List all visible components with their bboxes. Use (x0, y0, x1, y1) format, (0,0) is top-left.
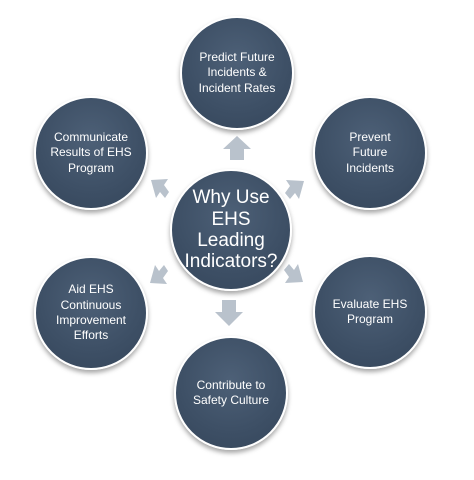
node-prevent-label: Prevent Future Incidents (345, 129, 395, 175)
node-prevent: Prevent Future Incidents (313, 96, 427, 210)
arrow-to-evaluate (284, 264, 303, 283)
node-aid-label: Aid EHS Continuous Improvement Efforts (55, 282, 127, 343)
center-node: Why Use EHS Leading Indicators? (170, 169, 292, 291)
arrow-to-contribute (215, 300, 243, 326)
arrow-to-prevent (285, 180, 304, 199)
node-evaluate: Evaluate EHS Program (313, 255, 427, 369)
node-contribute-label: Contribute to Safety Culture (192, 377, 270, 407)
node-communicate-label: Communicate Results of EHS Program (50, 129, 132, 175)
node-predict: Predict Future Incidents & Incident Rate… (180, 16, 294, 130)
node-contribute: Contribute to Safety Culture (174, 336, 288, 450)
node-predict-label: Predict Future Incidents & Incident Rate… (198, 49, 276, 95)
node-evaluate-label: Evaluate EHS Program (332, 296, 408, 326)
arrow-to-aid (150, 265, 168, 284)
node-communicate: Communicate Results of EHS Program (34, 96, 148, 210)
arrow-to-predict (223, 136, 251, 160)
center-node-label: Why Use EHS Leading Indicators? (184, 187, 278, 273)
arrow-to-communicate (151, 179, 169, 198)
node-aid: Aid EHS Continuous Improvement Efforts (34, 256, 148, 370)
